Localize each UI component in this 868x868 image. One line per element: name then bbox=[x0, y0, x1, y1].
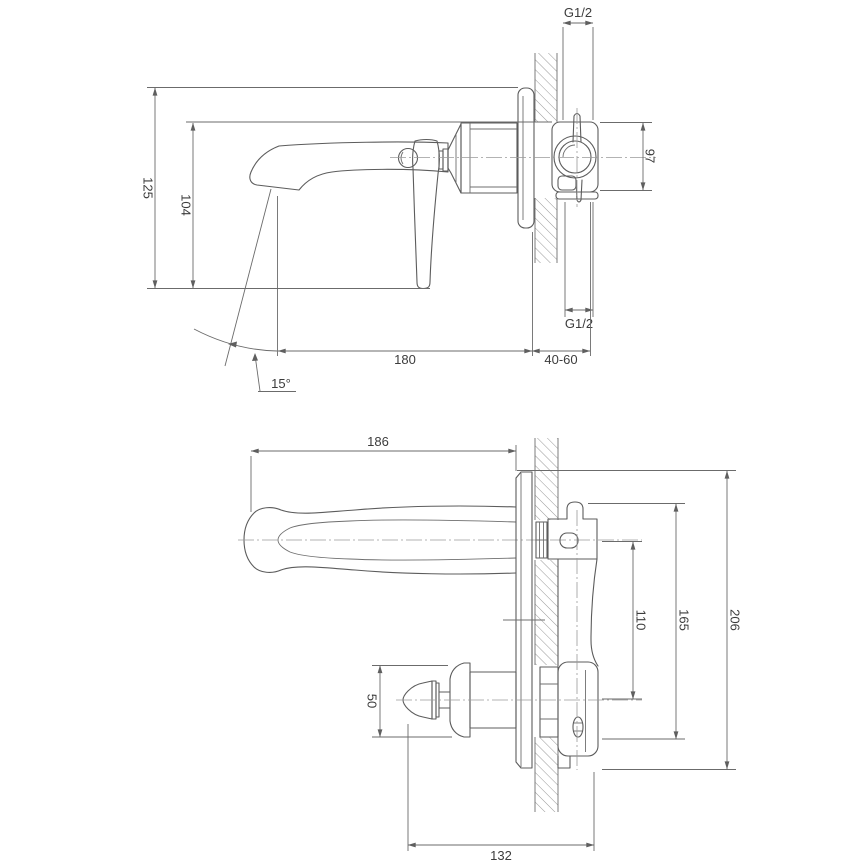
side-view: 125 104 97 G1/2 G1/2 bbox=[141, 5, 658, 392]
dim-165: 165 bbox=[588, 503, 692, 740]
handle-lever-side bbox=[397, 138, 440, 290]
inlet-bracket bbox=[547, 501, 598, 560]
dim-186: 186 bbox=[250, 434, 517, 512]
dim-label: G1/2 bbox=[564, 5, 592, 20]
dim-g12-bottom: G1/2 bbox=[564, 202, 594, 331]
spout-side bbox=[249, 141, 449, 191]
dim-label: 132 bbox=[490, 848, 512, 863]
dim-97: 97 bbox=[600, 122, 658, 191]
dim-label: 110 bbox=[634, 610, 649, 631]
dim-125: 125 bbox=[141, 87, 518, 289]
dim-angle-15: 15° bbox=[193, 188, 296, 392]
dim-g12-top: G1/2 bbox=[562, 5, 594, 120]
dim-206: 206 bbox=[517, 470, 743, 770]
dim-104: 104 bbox=[179, 121, 552, 289]
handle-plan bbox=[396, 662, 642, 738]
spout-plan bbox=[243, 505, 517, 575]
dim-label: 97 bbox=[643, 149, 658, 163]
concealed-valve-plan bbox=[535, 501, 599, 770]
dim-label: 15° bbox=[271, 376, 291, 391]
dim-label: G1/2 bbox=[565, 316, 593, 331]
wall-hatch-plan bbox=[534, 438, 559, 812]
wall-hatch-side bbox=[534, 53, 558, 263]
screw-slot bbox=[572, 716, 584, 738]
outlet-elbow bbox=[557, 661, 599, 757]
dim-label: 50 bbox=[365, 694, 380, 708]
dim-132: 132 bbox=[407, 724, 595, 863]
wall-plate-side bbox=[517, 87, 535, 229]
dim-50: 50 bbox=[365, 665, 452, 738]
dim-label: 40-60 bbox=[544, 352, 577, 367]
dim-180: 180 bbox=[277, 196, 533, 367]
dim-label: 206 bbox=[728, 609, 743, 631]
dim-label: 165 bbox=[677, 609, 692, 631]
cartridge-assembly bbox=[438, 122, 518, 194]
dim-label: 180 bbox=[394, 352, 416, 367]
pivot-ball bbox=[397, 147, 419, 169]
plan-view: 186 50 132 110 165 bbox=[238, 434, 743, 863]
dim-label: 125 bbox=[141, 177, 156, 199]
dim-110: 110 bbox=[602, 541, 649, 700]
dim-label: 104 bbox=[179, 194, 194, 216]
wall-plate-edge bbox=[503, 471, 545, 769]
dim-40-60: 40-60 bbox=[531, 202, 591, 367]
dim-label: 186 bbox=[367, 434, 389, 449]
